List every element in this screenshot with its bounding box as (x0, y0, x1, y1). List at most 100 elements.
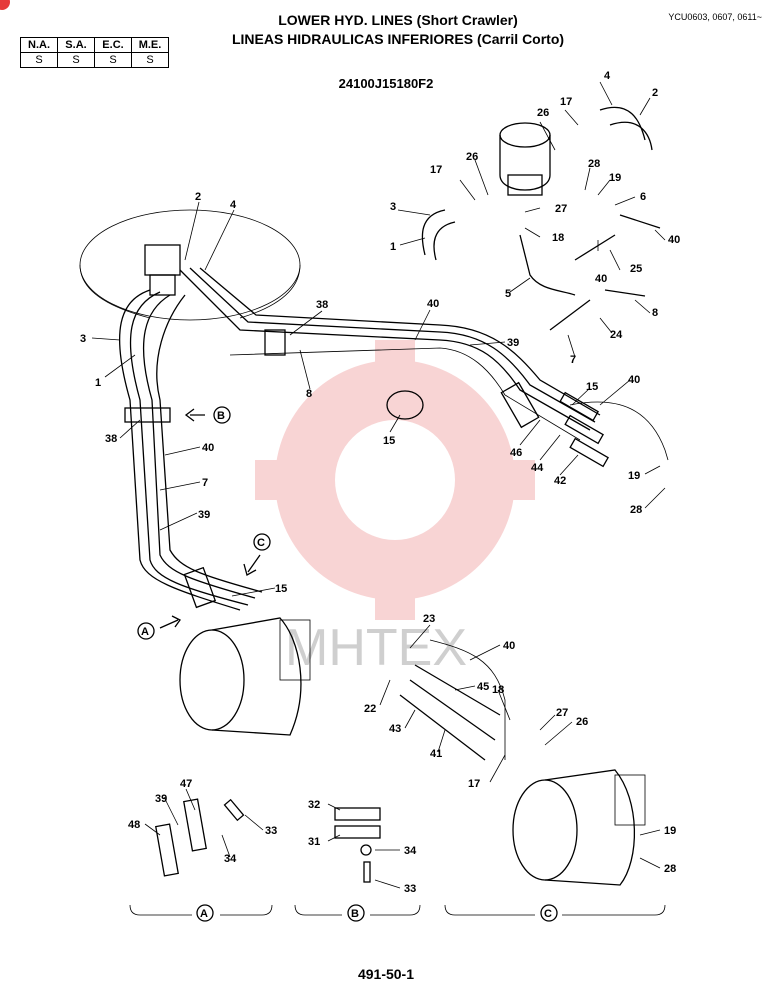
view-label-b-main: B (217, 410, 225, 422)
clamp-detail-b (334, 807, 381, 883)
callout-40: 40 (628, 374, 640, 386)
callout-19: 19 (609, 172, 621, 184)
callout-33: 33 (404, 883, 416, 895)
swivel-joint (144, 244, 181, 296)
callout-8: 8 (652, 307, 658, 319)
tube-7 (549, 299, 591, 331)
callout-2: 2 (652, 87, 658, 99)
callout-28: 28 (630, 504, 642, 516)
callout-22: 22 (364, 703, 376, 715)
title-spanish: LINEAS HIDRAULICAS INFERIORES (Carril Co… (231, 31, 565, 47)
callout-18: 18 (552, 232, 564, 244)
callout-15: 15 (383, 435, 395, 447)
callout-3: 3 (390, 201, 396, 213)
watermark-gear-icon (255, 340, 535, 620)
callout-42: 42 (554, 475, 566, 487)
watermark-text: MHTEX (285, 619, 467, 677)
detail-bracket-a (129, 904, 273, 916)
view-marker-a (196, 904, 214, 922)
callout-33: 33 (265, 825, 277, 837)
callout-44: 44 (531, 462, 544, 474)
callout-19: 19 (664, 825, 676, 837)
view-label-a-main: A (141, 626, 149, 638)
callout-23: 23 (423, 613, 435, 625)
callout-4: 4 (230, 199, 237, 211)
view-label-c: C (544, 908, 552, 920)
clamp-block (124, 407, 171, 423)
tube-8 (604, 289, 646, 297)
view-marker-c-main (253, 533, 271, 551)
view-label-a: A (200, 908, 208, 920)
arrow-c-icon (243, 554, 261, 576)
callout-1: 1 (95, 377, 101, 389)
callout-43: 43 (389, 723, 401, 735)
callout-48: 48 (128, 819, 140, 831)
view-marker-b (347, 904, 365, 922)
detail-bracket-c (444, 904, 666, 916)
callout-7: 7 (570, 354, 576, 366)
callout-15: 15 (275, 583, 287, 595)
page-number: 491-50-1 (357, 966, 415, 982)
callout-39: 39 (198, 509, 210, 521)
callout-18: 18 (492, 684, 504, 696)
callout-40: 40 (202, 442, 214, 454)
callout-26: 26 (466, 151, 478, 163)
callout-3: 3 (80, 333, 86, 345)
market-codes-table: N.A. S.A. E.C. M.E. S S S S (20, 37, 169, 68)
center-joint-detail (499, 122, 551, 196)
detail-bracket-b (294, 904, 421, 916)
callout-41: 41 (430, 748, 442, 760)
callout-26: 26 (576, 716, 588, 728)
pipe-5 (519, 234, 576, 296)
code-value: S (131, 52, 169, 68)
title-english: LOWER HYD. LINES (Short Crawler) (278, 12, 518, 28)
callout-17: 17 (560, 96, 572, 108)
callout-34: 34 (224, 853, 237, 865)
callout-19: 19 (628, 470, 640, 482)
clamp-block (183, 566, 217, 609)
callout-17: 17 (468, 778, 480, 790)
travel-motor-detail-c (512, 769, 646, 886)
callout-4: 4 (604, 70, 611, 82)
callout-40: 40 (595, 273, 607, 285)
callout-38: 38 (105, 433, 117, 445)
view-label-c-main: C (257, 537, 265, 549)
hose-clamp (386, 390, 424, 420)
code-header: M.E. (131, 37, 169, 53)
callout-26: 26 (537, 107, 549, 119)
drawing-number: 24100J15180F2 (338, 76, 434, 91)
corner-badge (0, 0, 10, 10)
callout-31: 31 (308, 836, 320, 848)
clamp-block (264, 329, 286, 356)
view-label-b: B (351, 908, 359, 920)
callout-38: 38 (316, 299, 328, 311)
callout-27: 27 (556, 707, 568, 719)
callout-8: 8 (306, 388, 312, 400)
elbow-fittings (421, 106, 653, 261)
callout-46: 46 (510, 447, 522, 459)
view-marker-a-main (137, 622, 155, 640)
callout-25: 25 (630, 263, 642, 275)
callout-40: 40 (668, 234, 680, 246)
hose-set-detail-c (399, 639, 506, 761)
callout-27: 27 (555, 203, 567, 215)
hose-end-fittings (559, 391, 609, 468)
callout-6: 6 (640, 191, 646, 203)
callout-28: 28 (588, 158, 600, 170)
callout-labels: 2 4 3 1 38 40 39 8 38 40 7 39 15 15 15 4… (80, 70, 680, 895)
callout-2: 2 (195, 191, 201, 203)
callout-34: 34 (404, 845, 417, 857)
view-marker-c (540, 904, 558, 922)
callout-24: 24 (610, 329, 623, 341)
callout-5: 5 (505, 288, 511, 300)
clamp-block (500, 381, 540, 429)
callout-39: 39 (507, 337, 519, 349)
callout-40: 40 (503, 640, 515, 652)
tube-40 (574, 234, 616, 261)
callout-28: 28 (664, 863, 676, 875)
callout-1: 1 (390, 241, 396, 253)
callout-15: 15 (586, 381, 598, 393)
callout-32: 32 (308, 799, 320, 811)
slewing-ring (79, 209, 301, 321)
